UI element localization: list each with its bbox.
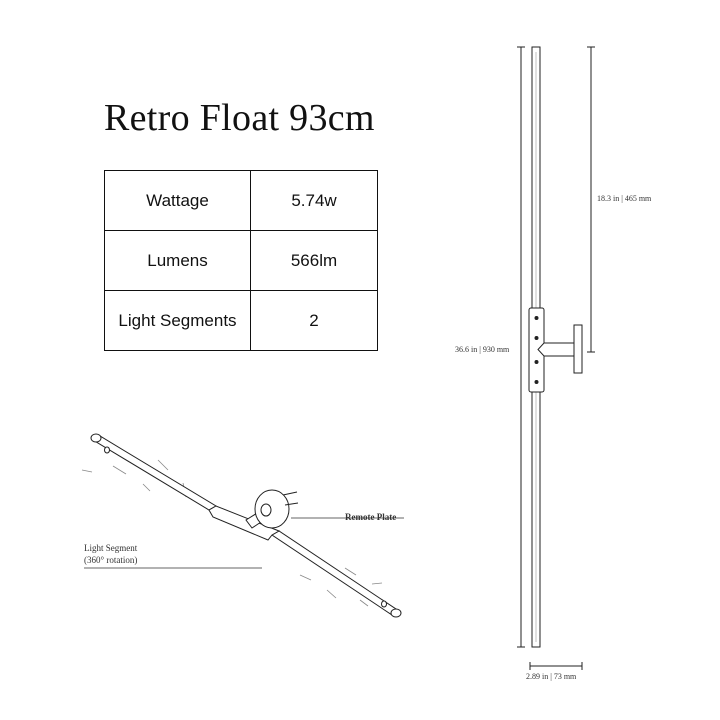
spec-row-wattage: Wattage 5.74w — [104, 170, 378, 231]
dim-width-label: 2.89 in | 73 mm — [526, 672, 577, 681]
spec-label: Lumens — [104, 230, 251, 291]
upper-rod — [92, 435, 217, 511]
spec-value: 5.74w — [250, 170, 378, 231]
wall-plate — [573, 324, 583, 374]
elevation-view — [517, 46, 595, 670]
spec-label: Wattage — [104, 170, 251, 231]
spec-table: Wattage 5.74w Lumens 566lm Light Segment… — [104, 170, 378, 351]
remote-plate-label: Remote Plate — [345, 512, 396, 522]
product-title: Retro Float 93cm — [104, 97, 375, 139]
light-rays — [81, 459, 383, 607]
light-segment-label: Light Segment — [84, 543, 138, 553]
remote-plate-disc — [254, 489, 290, 529]
isometric-view — [81, 433, 402, 618]
dim-total-label: 36.6 in | 930 mm — [455, 345, 510, 354]
spec-label: Light Segments — [104, 290, 251, 351]
lower-rod — [271, 530, 400, 616]
spec-row-segments: Light Segments 2 — [104, 290, 378, 351]
joint-body — [208, 505, 281, 541]
dim-upper-label: 18.3 in | 465 mm — [597, 194, 652, 203]
light-segment-rotation-label: (360° rotation) — [84, 555, 137, 565]
spec-value: 2 — [250, 290, 378, 351]
